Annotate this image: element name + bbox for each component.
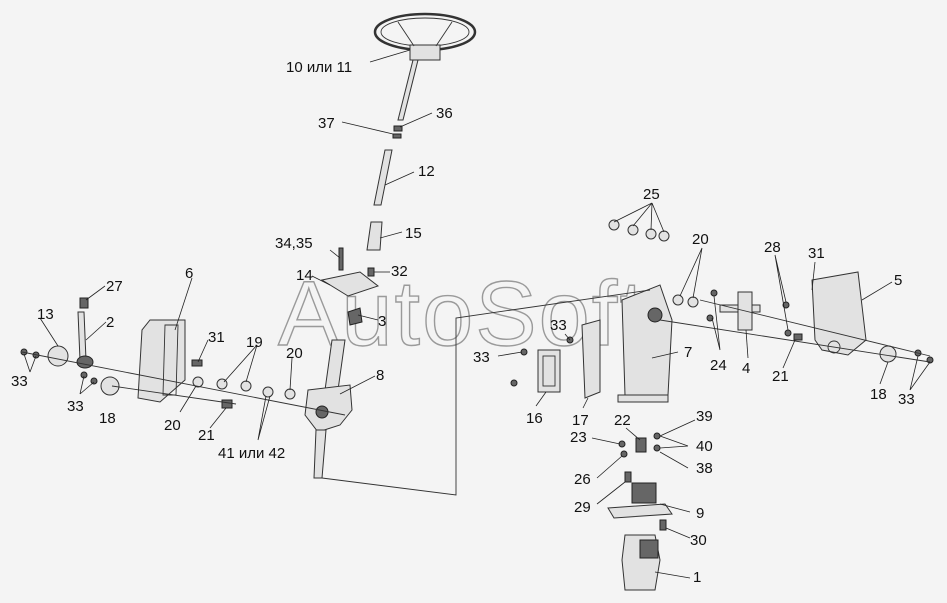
- label-30: 30: [690, 532, 707, 549]
- label-39: 39: [696, 408, 713, 425]
- leader-lines: [23, 49, 931, 579]
- label-23: 23: [570, 429, 587, 446]
- label-8: 8: [376, 367, 384, 384]
- bolt-21-right: [793, 333, 803, 341]
- bolt-29: [624, 471, 632, 483]
- label-26: 26: [574, 471, 591, 488]
- label-20-a: 20: [286, 345, 303, 362]
- label-17: 17: [572, 412, 589, 429]
- label-21-left: 21: [198, 427, 215, 444]
- washer-18-left: [100, 376, 120, 396]
- knob-27: [79, 297, 89, 309]
- bracket-14: [320, 271, 380, 297]
- label-20-b: 20: [164, 417, 181, 434]
- bracket-5: [811, 271, 867, 356]
- plate-17: [581, 319, 601, 399]
- steering-column-8: [304, 339, 353, 479]
- label-9: 9: [696, 505, 704, 522]
- label-33-d: 33: [473, 349, 490, 366]
- label-32: 32: [391, 263, 408, 280]
- label-40: 40: [696, 438, 713, 455]
- washer-20-left: [192, 376, 204, 388]
- label-25: 25: [643, 186, 660, 203]
- label-41-42: 41 или 42: [218, 445, 285, 462]
- steering-shaft: [366, 59, 419, 251]
- label-31-left: 31: [208, 329, 225, 346]
- label-14: 14: [296, 267, 313, 284]
- label-33-b: 33: [67, 398, 84, 415]
- bushing-13: [47, 345, 69, 367]
- label-16: 16: [526, 410, 543, 427]
- bolt-31-left: [191, 359, 203, 367]
- bolt-30: [659, 519, 667, 531]
- bolt-21-left: [221, 399, 233, 409]
- label-10-11: 10 или 11: [286, 59, 352, 76]
- label-5: 5: [894, 272, 902, 289]
- pin-34-35: [338, 247, 344, 271]
- label-34-35: 34,35: [275, 235, 313, 252]
- label-38: 38: [696, 460, 713, 477]
- block-22: [635, 437, 647, 453]
- label-2: 2: [106, 314, 114, 331]
- callout-labels: 10 или 11 36 37 12 15 34,35 14 32 3 8 6 …: [11, 59, 915, 586]
- washer-25: [608, 219, 620, 231]
- label-1: 1: [693, 569, 701, 586]
- label-29: 29: [574, 499, 591, 516]
- label-18-right: 18: [870, 386, 887, 403]
- label-20-c: 20: [692, 231, 709, 248]
- label-27: 27: [106, 278, 123, 295]
- label-33-a: 33: [11, 373, 28, 390]
- label-31-right: 31: [808, 245, 825, 262]
- steering-wheel: [373, 12, 477, 61]
- label-18-left: 18: [99, 410, 116, 427]
- label-13: 13: [37, 306, 54, 323]
- hydraulic-motor-1: [621, 534, 661, 591]
- label-19: 19: [246, 334, 263, 351]
- label-3: 3: [378, 313, 386, 330]
- label-15: 15: [405, 225, 422, 242]
- washer-18-right: [879, 345, 897, 363]
- label-24: 24: [710, 357, 727, 374]
- label-6: 6: [185, 265, 193, 282]
- label-33-c: 33: [550, 317, 567, 334]
- washer-20-right: [672, 294, 684, 306]
- label-4: 4: [742, 360, 750, 377]
- label-21-right: 21: [772, 368, 789, 385]
- support-7: [617, 284, 673, 403]
- label-37: 37: [318, 115, 335, 132]
- label-22: 22: [614, 412, 631, 429]
- connection-line: [321, 289, 651, 496]
- bracket-16: [537, 349, 561, 393]
- distributor-9: [607, 482, 673, 519]
- label-33-e: 33: [898, 391, 915, 408]
- label-7: 7: [684, 344, 692, 361]
- clamp-3: [347, 307, 363, 326]
- lever-2: [77, 311, 87, 361]
- label-12: 12: [418, 163, 435, 180]
- label-28: 28: [764, 239, 781, 256]
- bolt-32: [367, 267, 375, 277]
- label-36: 36: [436, 105, 453, 122]
